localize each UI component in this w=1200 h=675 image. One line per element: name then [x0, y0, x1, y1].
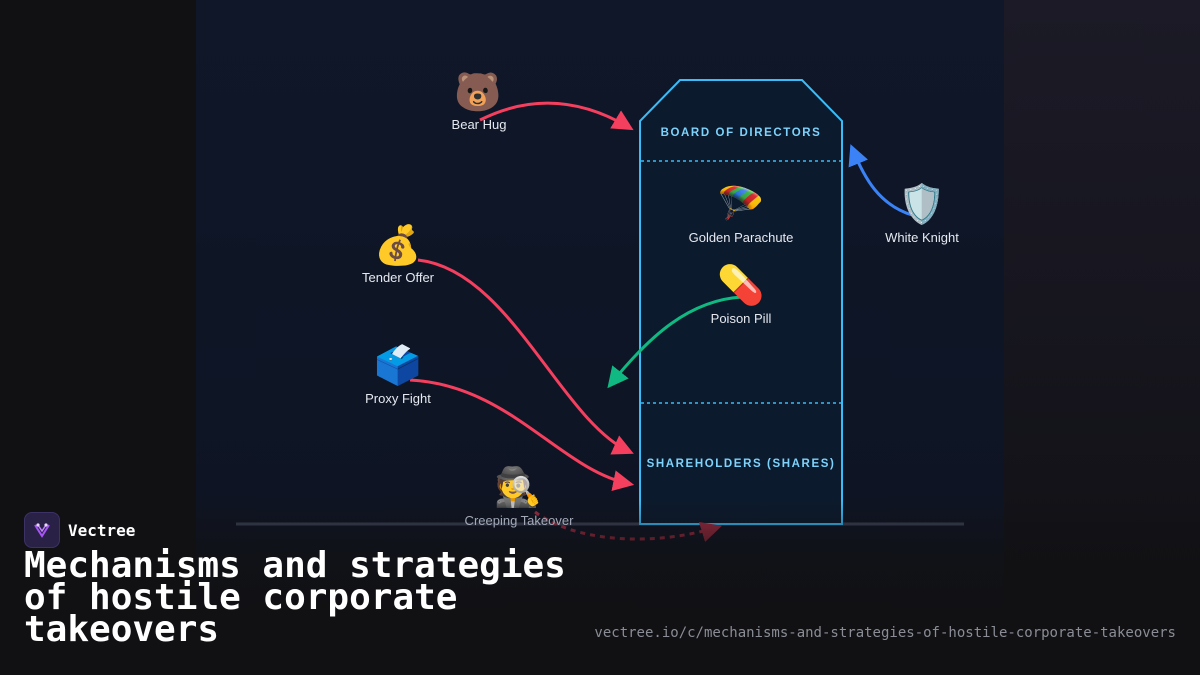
brand: Vectree: [24, 512, 135, 548]
poison-pill-label: Poison Pill: [710, 311, 772, 326]
golden-parachute-label: Golden Parachute: [688, 230, 794, 245]
proxy-fight-label: Proxy Fight: [365, 391, 431, 406]
creeping-takeover-label: Creeping Takeover: [464, 513, 574, 528]
detective-icon: 🕵️: [494, 465, 542, 509]
pill-icon: 💊: [717, 263, 765, 307]
ballot-box-icon: 🗳️: [374, 343, 422, 387]
shield-icon: 🛡️: [898, 182, 946, 226]
poison-pill-arrow: [607, 295, 743, 389]
proxy-fight-arrow: [409, 378, 635, 491]
page-title: Mechanisms and strategies of hostile cor…: [24, 545, 566, 650]
tender-offer-arrow: [417, 258, 634, 455]
bear-face-icon: 🐻: [454, 70, 502, 114]
vectree-logo-icon: [24, 512, 60, 548]
shareholders-title: SHAREHOLDERS (SHARES): [646, 458, 836, 470]
parachute-icon: 🪂: [717, 182, 765, 226]
tender-offer-label: Tender Offer: [361, 270, 435, 285]
bottom-gradient: [0, 500, 1200, 675]
page-url: vectree.io/c/mechanisms-and-strategies-o…: [594, 625, 1176, 641]
money-bag-icon: 💰: [374, 223, 422, 267]
white-knight-label: White Knight: [885, 230, 959, 245]
board-of-directors-title: BOARD OF DIRECTORS: [660, 127, 822, 139]
bear-hug-label: Bear Hug: [451, 117, 507, 132]
brand-name: Vectree: [68, 520, 136, 540]
bear-hug-arrow: [479, 101, 634, 131]
white-knight-arrow: [848, 144, 913, 217]
